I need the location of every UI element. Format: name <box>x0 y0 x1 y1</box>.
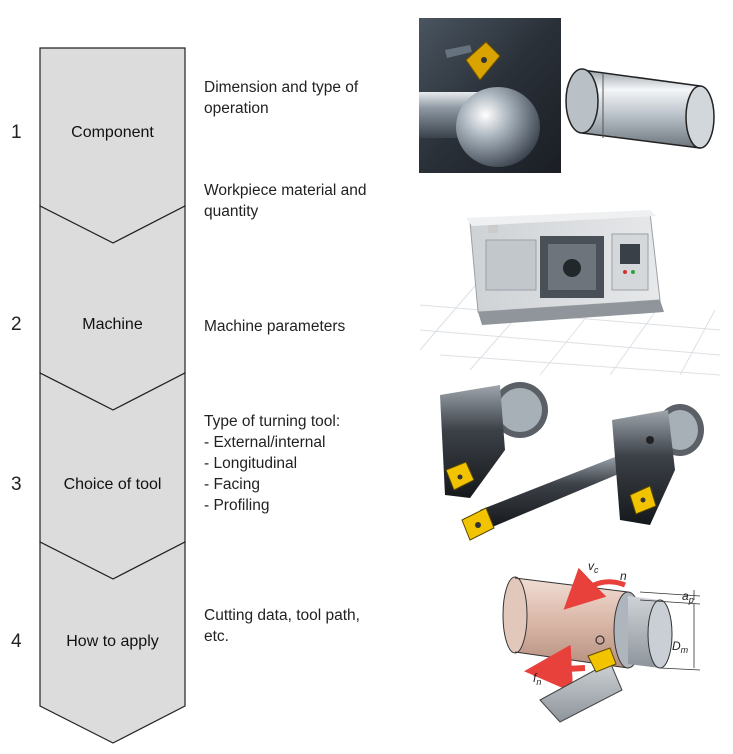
step-label-apply: How to apply <box>66 633 159 650</box>
step-label-machine: Machine <box>82 316 143 333</box>
cutting-diagram <box>502 567 701 723</box>
ap-label: ap <box>682 589 694 605</box>
n-label: n <box>620 569 627 583</box>
step-label-component: Component <box>71 124 154 141</box>
vc-label: vc <box>588 559 599 575</box>
desc-tool: Type of turning tool: - External/interna… <box>204 413 341 514</box>
chevron-apply <box>39 541 186 744</box>
step-number-4: 4 <box>11 631 22 652</box>
dm-label: Dm <box>672 639 689 655</box>
desc-machine: Machine parameters <box>204 318 346 335</box>
step-number-3: 3 <box>11 474 22 495</box>
component-photo <box>419 18 561 173</box>
desc-component-operation: Dimension and type of operation <box>204 79 359 117</box>
fn-label: fn <box>533 671 541 687</box>
turning-tools <box>440 382 704 541</box>
step-number-1: 1 <box>11 122 22 143</box>
lathe-machine <box>419 210 721 376</box>
step-number-2: 2 <box>11 314 22 335</box>
component-cylinder <box>565 68 715 149</box>
desc-component-material: Workpiece material and quantity <box>204 182 367 220</box>
desc-apply: Cutting data, tool path, etc. <box>204 607 360 645</box>
step-label-tool: Choice of tool <box>63 476 162 493</box>
